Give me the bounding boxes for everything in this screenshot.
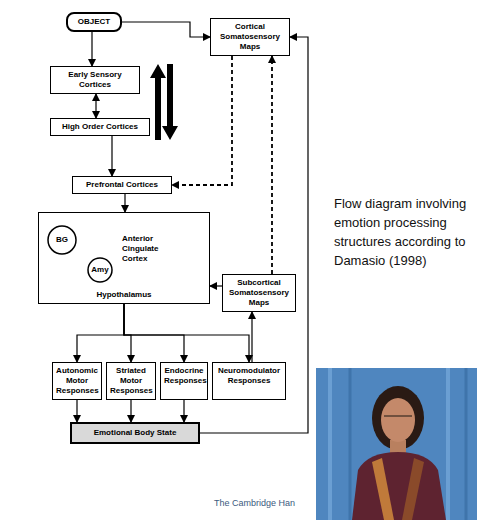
node-text: High Order Cortices xyxy=(54,122,146,132)
response-box: Autonomic Motor Responses xyxy=(52,362,102,400)
state-box: Emotional Body State xyxy=(70,422,200,444)
connector-arrow xyxy=(91,32,92,66)
response-box: Endocrine Responses xyxy=(160,362,208,400)
source-watermark: The Cambridge Han xyxy=(214,498,295,509)
node-text: Hypothalamus xyxy=(39,290,209,300)
node-text: Striated Motor Responses xyxy=(110,366,152,396)
node-text: Subcortical Somatosensory Maps xyxy=(226,278,292,308)
structure-circle: BG xyxy=(47,225,77,255)
node-text: Endocrine Responses xyxy=(164,366,204,386)
process-box: Cortical Somatosensory Maps xyxy=(210,18,290,56)
node-text: Amy xyxy=(91,265,108,275)
dashed-connector xyxy=(172,56,232,185)
node-text: Neuromodulator Responses xyxy=(216,366,282,386)
connector-arrow xyxy=(210,285,222,286)
connector-arrow xyxy=(95,94,96,118)
node-text: OBJECT xyxy=(72,17,116,27)
process-box: Prefrontal Cortices xyxy=(72,176,172,194)
node-text: Autonomic Motor Responses xyxy=(56,366,98,396)
node-text: Cortical Somatosensory Maps xyxy=(214,22,286,52)
thick-arrows xyxy=(150,64,178,140)
response-box: Neuromodulator Responses xyxy=(212,362,286,400)
connector-arrow xyxy=(122,22,210,37)
dashed-connector xyxy=(271,56,273,274)
response-box: Striated Motor Responses xyxy=(106,362,156,400)
connector-arrow xyxy=(124,194,125,212)
connector-arrow xyxy=(130,400,131,422)
node-text: Early Sensory Cortices xyxy=(54,70,136,90)
connector-arrow xyxy=(251,312,252,362)
structure-circle: Amy xyxy=(87,257,113,283)
connector-arrow xyxy=(200,37,308,433)
node-text: Prefrontal Cortices xyxy=(76,180,168,190)
stimulus-box: OBJECT xyxy=(66,12,122,32)
structure-label: Anterior Cingulate Cortex xyxy=(122,234,170,264)
webcam-video xyxy=(316,368,477,520)
connector-arrow xyxy=(183,400,184,422)
process-box: Subcortical Somatosensory Maps xyxy=(222,274,296,312)
connector-arrow xyxy=(124,304,184,362)
node-text: BG xyxy=(56,235,68,245)
process-box: High Order Cortices xyxy=(50,118,150,136)
process-box: Early Sensory Cortices xyxy=(50,66,140,94)
connector-arrow xyxy=(124,304,249,362)
connector-arrow xyxy=(124,304,131,362)
connector-arrow xyxy=(77,304,124,362)
connector-arrow xyxy=(111,136,112,176)
connector-arrow xyxy=(76,400,77,422)
node-text: Emotional Body State xyxy=(76,428,194,438)
caption: Flow diagram involving emotion processin… xyxy=(334,194,472,270)
